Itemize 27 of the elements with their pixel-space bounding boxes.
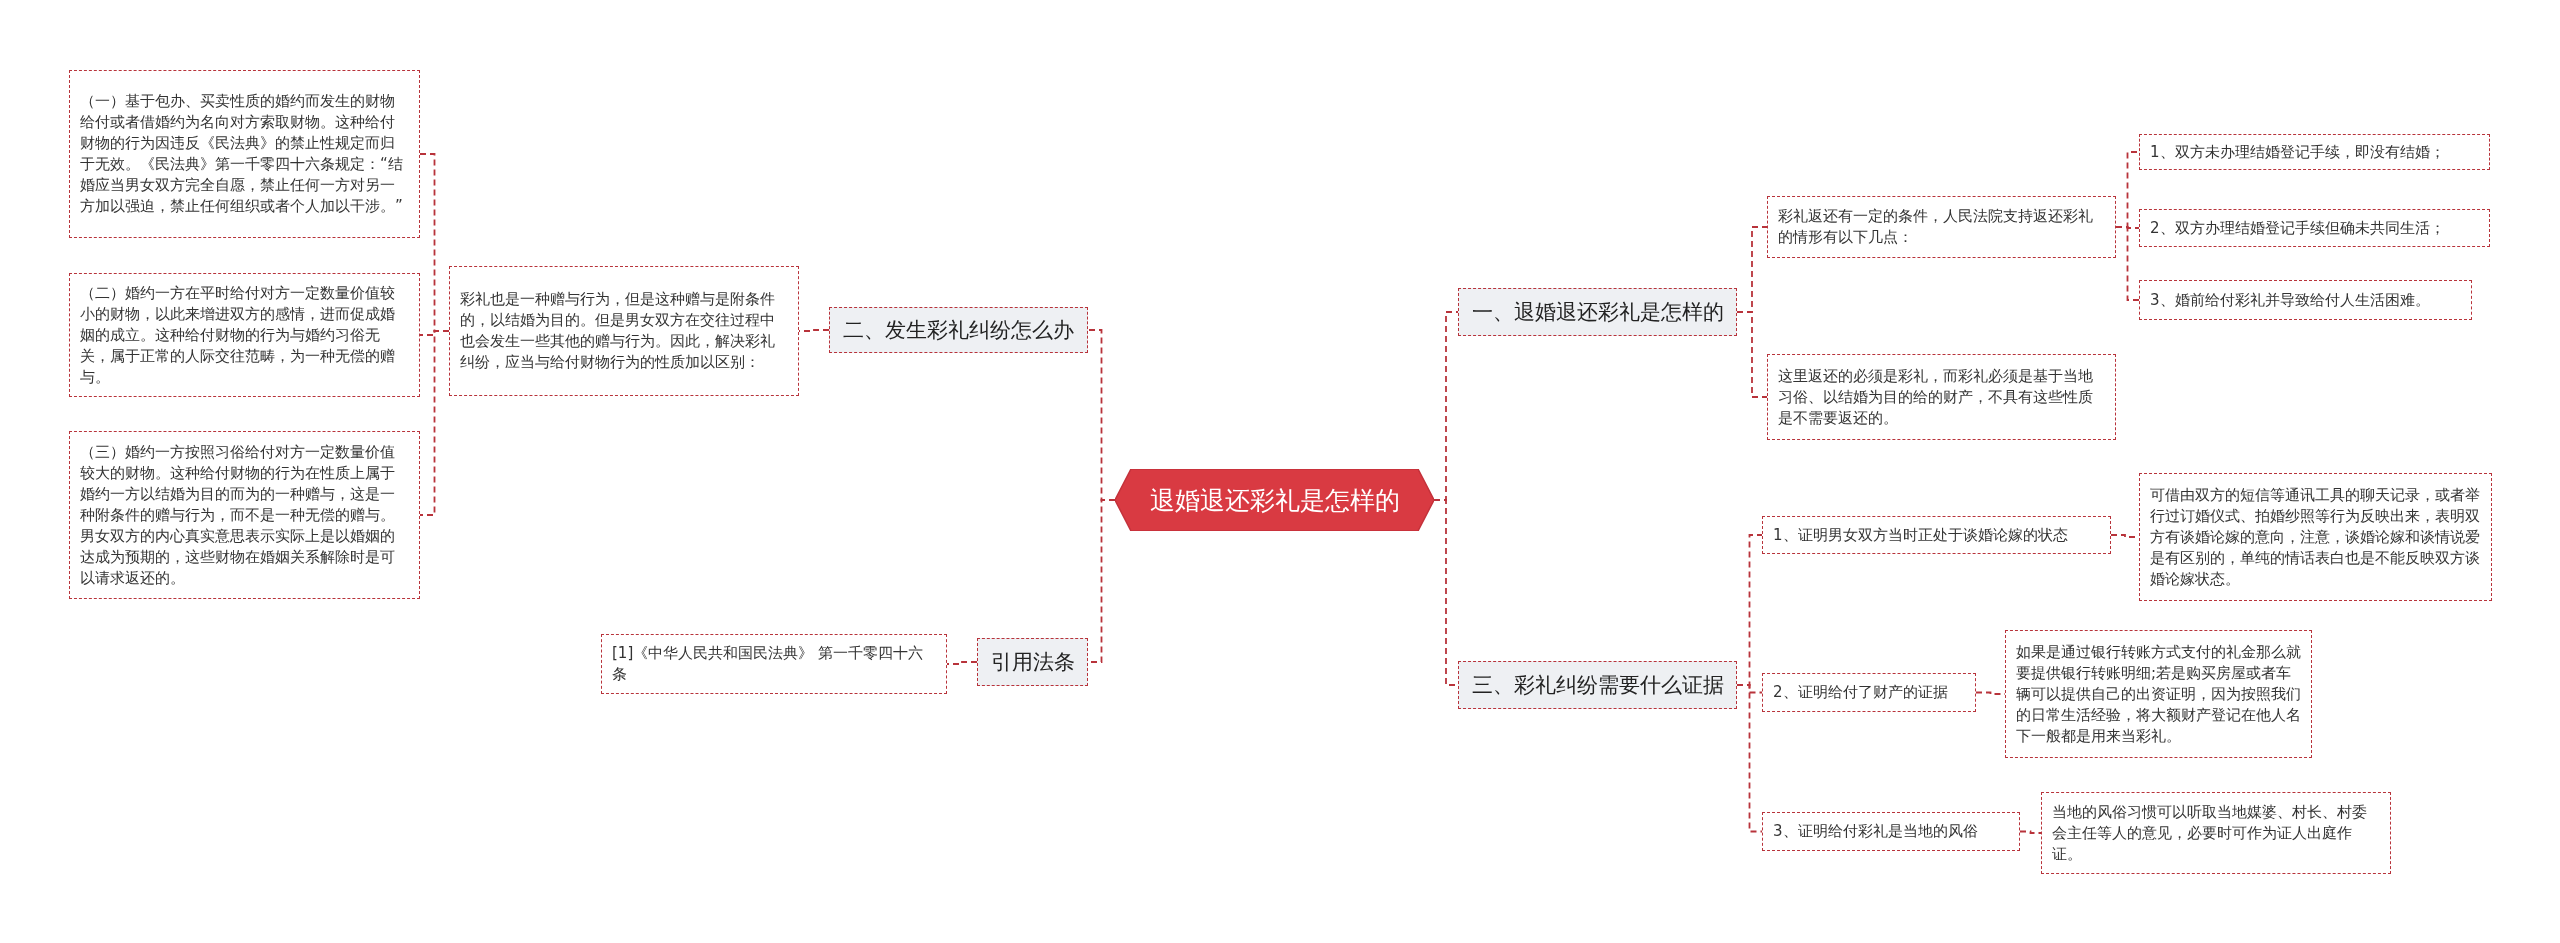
- topic-box: 二、发生彩礼纠纷怎么办: [829, 307, 1088, 353]
- note-box: 2、证明给付了财产的证据: [1762, 673, 1976, 712]
- topic-box: 一、退婚退还彩礼是怎样的: [1458, 288, 1737, 336]
- note-box: （一）基于包办、买卖性质的婚约而发生的财物给付或者借婚约为名向对方索取财物。这种给付财物的行为因违反《民法典》的禁止性规定而归于无效。《民法典》第一千零四十六条规定：“结婚应当男女双方完全自愿，禁止任何一方对另一方加以强迫，禁止任何组织或者个人加以干涉。”: [69, 70, 420, 238]
- connector-line: [2019, 830, 2042, 834]
- note-box: 当地的风俗习惯可以听取当地媒婆、村长、村委会主任等人的意见，必要时可作为证人出庭作证。: [2041, 792, 2391, 874]
- note-box: 2、双方办理结婚登记手续但确未共同生活；: [2139, 209, 2490, 247]
- connector-line: [1736, 311, 1768, 398]
- note-box: 彩礼也是一种赠与行为，但是这种赠与是附条件的，以结婚为目的。但是男女双方在交往过程中也会发生一些其他的赠与行为。因此，解决彩礼纠纷，应当与给付财物行为的性质加以区别：: [449, 266, 799, 396]
- topic-box: 引用法条: [977, 638, 1088, 686]
- note-box: 可借由双方的短信等通讯工具的聊天记录，或者举行过订婚仪式、拍婚纱照等行为反映出来，表明双方有谈婚论嫁的意向，注意，谈婚论嫁和谈情说爱是有区别的，单纯的情话表白也是不能反映双方谈婚论嫁状态。: [2139, 473, 2492, 601]
- connector-line: [946, 661, 978, 665]
- note-box: [1]《中华人民共和国民法典》 第一千零四十六条: [601, 634, 947, 694]
- note-box: 如果是通过银行转账方式支付的礼金那么就要提供银行转账明细;若是购买房屋或者车辆可以提供自己的出资证明，因为按照我们的日常生活经验，将大额财产登记在他人名下一般都是用来当彩礼。: [2005, 630, 2312, 758]
- note-box: 3、婚前给付彩礼并导致给付人生活困难。: [2139, 280, 2472, 320]
- central-topic-text: 退婚退还彩礼是怎样的: [1149, 484, 1400, 517]
- connector-line: [2115, 226, 2140, 301]
- note-box: （二）婚约一方在平时给付对方一定数量价值较小的财物，以此来增进双方的感情，进而促成婚姻的成立。这种给付财物的行为与婚约习俗无关，属于正常的人际交往范畴，为一种无偿的赠与。: [69, 273, 420, 397]
- topic-box: 三、彩礼纠纷需要什么证据: [1458, 661, 1737, 709]
- note-box: 彩礼返还有一定的条件，人民法院支持返还彩礼的情形有以下几点：: [1767, 196, 2116, 258]
- note-box: 1、证明男女双方当时正处于谈婚论嫁的状态: [1762, 516, 2111, 554]
- note-box: 3、证明给付彩礼是当地的风俗: [1762, 812, 2020, 851]
- connector-line: [419, 330, 450, 516]
- note-box: （三）婚约一方按照习俗给付对方一定数量价值较大的财物。这种给付财物的行为在性质上属于婚约一方以结婚为目的而为的一种赠与，这是一种附条件的赠与行为，而不是一种无偿的赠与。男女双方的内心真实意思表示实际上是以婚姻的达成为预期的，这些财物在婚姻关系解除时是可以请求返还的。: [69, 431, 420, 599]
- note-box: 1、双方未办理结婚登记手续，即没有结婚；: [2139, 134, 2490, 170]
- connector-line: [1736, 684, 1763, 833]
- note-box: 这里返还的必须是彩礼，而彩礼必须是基于当地习俗、以结婚为目的给的财产，不具有这些性质是不需要返还的。: [1767, 354, 2116, 440]
